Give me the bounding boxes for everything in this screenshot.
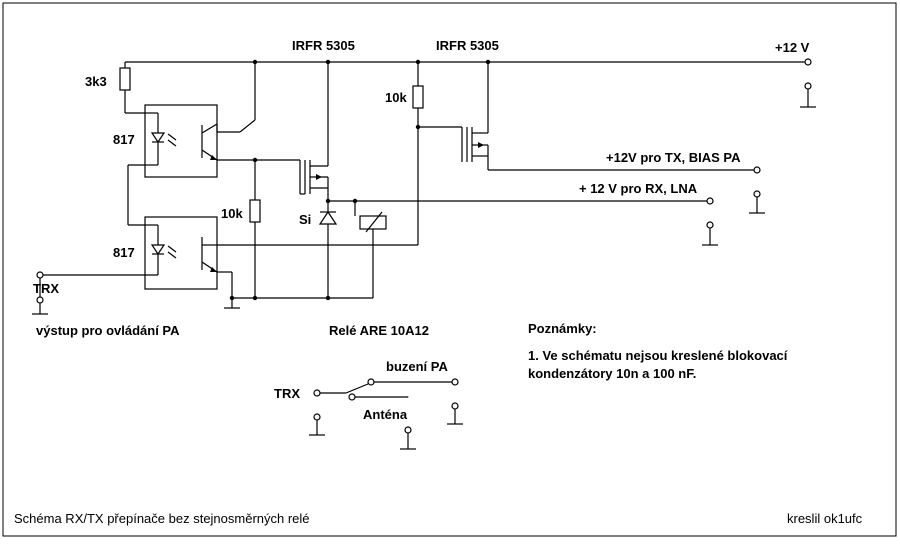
notes-title: Poznámky: — [528, 321, 597, 336]
notes-line-2: kondenzátory 10n a 100 nF. — [528, 366, 696, 381]
terminal-12v — [805, 59, 811, 65]
terminals — [32, 59, 816, 314]
label-mosfet-1: IRFR 5305 — [292, 38, 355, 53]
label-supply: +12 V — [775, 40, 810, 55]
terminal-rx — [707, 198, 713, 204]
terminal-tx — [754, 167, 760, 173]
label-trx-input: TRX — [33, 281, 59, 296]
optocoupler-bottom — [145, 217, 217, 289]
resistor-10k-right — [413, 86, 423, 108]
label-relay-trx: TRX — [274, 386, 300, 401]
label-resistor-10k-mid: 10k — [221, 206, 243, 221]
resistor-3k3 — [120, 68, 130, 90]
label-relay: Relé ARE 10A12 — [329, 323, 429, 338]
label-out-rx: + 12 V pro RX, LNA — [579, 181, 698, 196]
label-diode: Si — [299, 212, 311, 227]
footer-author: kreslil ok1ufc — [787, 511, 863, 526]
outer-border — [3, 3, 896, 536]
label-relay-ant: Anténa — [363, 407, 408, 422]
label-opto-top: 817 — [113, 132, 135, 147]
label-trx-caption: výstup pro ovládání PA — [36, 323, 180, 338]
label-resistor-10k-right: 10k — [385, 90, 407, 105]
label-resistor-3k3: 3k3 — [85, 74, 107, 89]
label-out-tx: +12V pro TX, BIAS PA — [606, 150, 741, 165]
terminal-trx-input — [37, 272, 43, 278]
label-opto-bottom: 817 — [113, 245, 135, 260]
footer-title: Schéma RX/TX přepínače bez stejnosměrnýc… — [14, 511, 310, 526]
notes-line-1: 1. Ve schématu nejsou kreslené blokovací — [528, 348, 788, 363]
label-relay-pa: buzení PA — [386, 359, 448, 374]
optocoupler-top — [145, 105, 217, 177]
junction-dots — [230, 60, 490, 300]
label-mosfet-2: IRFR 5305 — [436, 38, 499, 53]
diode-si — [320, 212, 336, 224]
resistor-10k-mid — [250, 200, 260, 222]
